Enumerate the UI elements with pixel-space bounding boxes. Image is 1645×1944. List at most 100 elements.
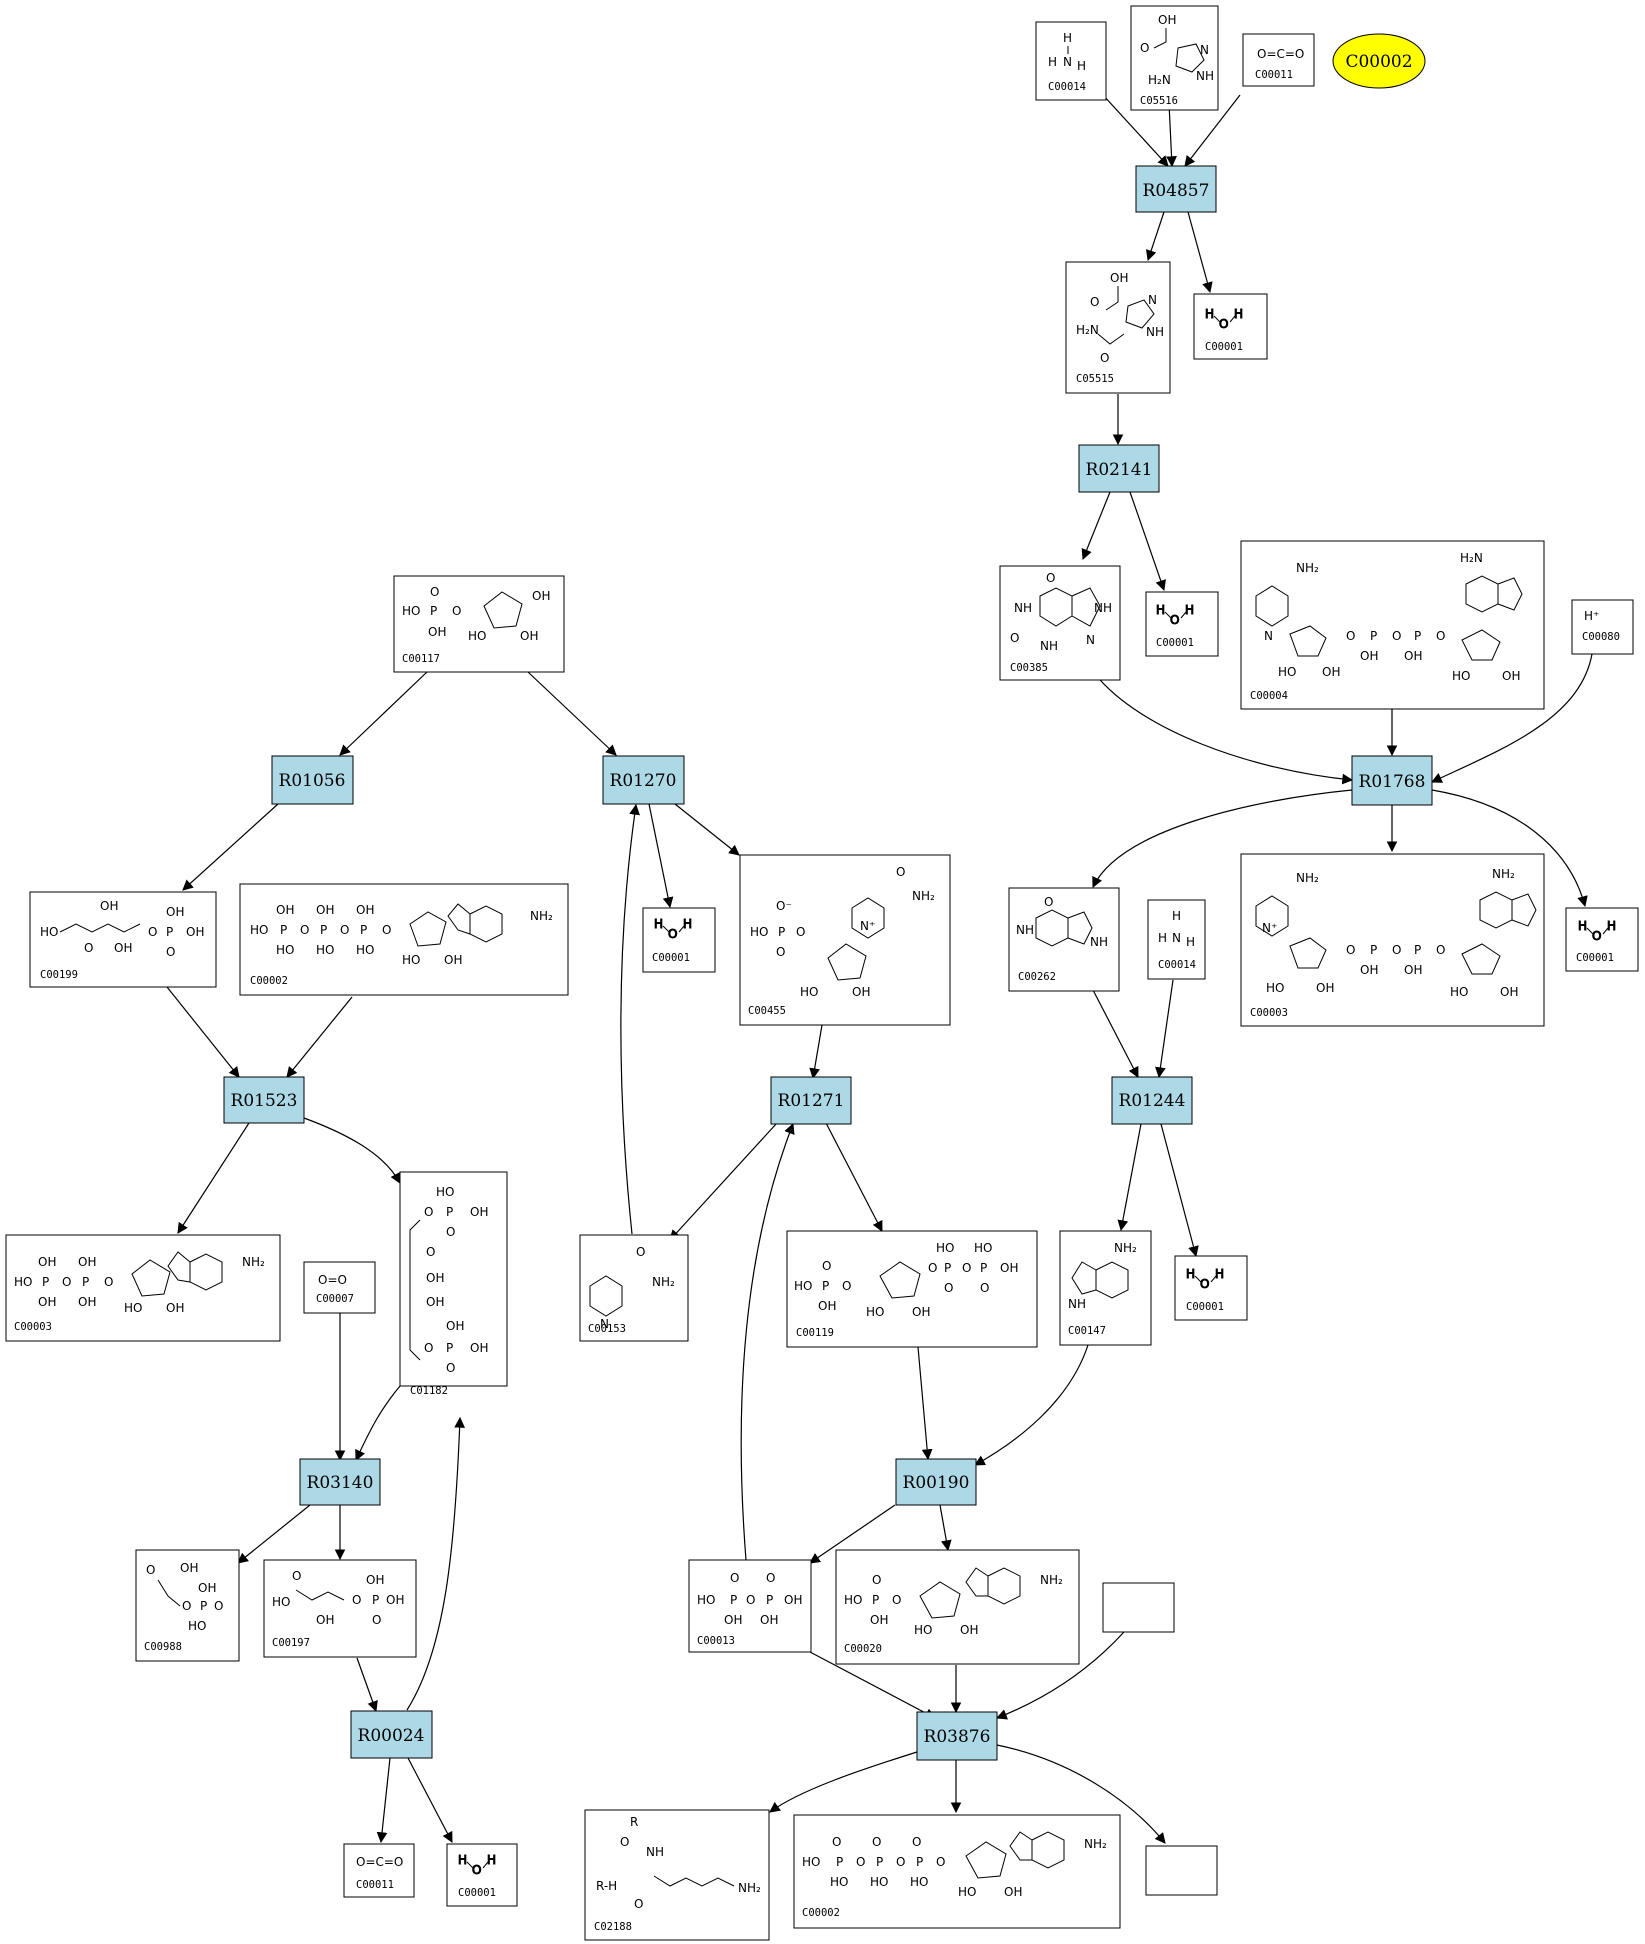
compounds: H H N H C00014 OH O N NH H₂N C05516 O=C=… [5,5,1639,1941]
reaction-node-r01768[interactable]: R01768 [1351,755,1433,806]
compound-c00147[interactable]: NH₂ NH C00147 [1059,1230,1152,1346]
svg-text:O: O [352,1593,361,1607]
svg-text:R01271: R01271 [778,1091,845,1111]
svg-text:O: O [452,604,461,618]
svg-text:P: P [1414,943,1421,957]
compound-c05516[interactable]: OH O N NH H₂N C05516 [1130,5,1219,111]
svg-text:O: O [928,1261,937,1275]
highlighted-compound-c00002[interactable]: C00002 [1332,33,1426,89]
svg-text:O: O [146,1563,155,1577]
compound-c00002-b[interactable]: HO P O HO O P O HO O P O HO O HO OH NH₂ … [793,1814,1121,1929]
reaction-node-r04857[interactable]: R04857 [1135,165,1217,213]
svg-text:OH: OH [1404,649,1422,663]
reaction-node-r01244[interactable]: R01244 [1111,1076,1193,1125]
compound-c00011-b[interactable]: O=C=O C00011 [343,1843,415,1898]
svg-text:O: O [1010,631,1019,645]
reaction-node-r01523[interactable]: R01523 [223,1076,305,1124]
compound-c00003-b[interactable]: HO P OH OH O P OH OH O HO OH NH₂ C00003 [5,1234,281,1342]
edge [1092,989,1139,1078]
svg-text:H₂N: H₂N [1460,551,1483,565]
svg-text:R00024: R00024 [358,1726,425,1746]
svg-text:C00011: C00011 [356,1879,394,1891]
reaction-node-r00024[interactable]: R00024 [350,1710,433,1759]
compound-c00385[interactable]: O NH NH O NH N C00385 [999,565,1121,681]
svg-text:N: N [1086,633,1095,647]
compound-c00014-b[interactable]: H H N H C00014 [1147,899,1206,980]
compound-c00003-a[interactable]: NH₂ N⁺ HO OH O P OH O P OH O NH₂ HO OH C… [1240,853,1545,1027]
svg-text:O: O [776,945,785,959]
svg-text:NH₂: NH₂ [1296,561,1319,575]
svg-text:O: O [1090,295,1099,309]
compound-c00001-d[interactable]: C00001 [1565,907,1639,972]
svg-text:OH: OH [166,905,184,919]
edge [1094,673,1354,785]
svg-text:OH: OH [760,1613,778,1627]
compound-c05515[interactable]: OH O N NH H₂N O C05515 [1065,261,1171,394]
compound-c01182[interactable]: HO O P OH O O OH OH OH O P OH O C01182 [399,1171,508,1397]
compound-c00014-top[interactable]: H H N H C00014 [1035,21,1107,101]
compound-c00020[interactable]: O HO P OH O HO OH NH₂ C00020 [835,1549,1080,1665]
svg-text:HO: HO [794,1279,812,1293]
compound-c00455[interactable]: O⁻ HO P O O HO OH N⁺ O NH₂ C00455 [739,854,951,1026]
svg-text:O: O [382,923,391,937]
svg-text:P: P [766,1593,773,1607]
svg-text:O: O [340,923,349,937]
svg-text:O: O [62,1275,71,1289]
reaction-node-r01271[interactable]: R01271 [770,1076,852,1125]
svg-text:OH: OH [444,953,462,967]
svg-text:OH: OH [532,589,550,603]
compound-c00988[interactable]: O OH OH O P O HO C00988 [135,1549,240,1662]
compound-c00007[interactable]: O=O C00007 [303,1261,376,1314]
svg-text:HO: HO [402,953,420,967]
compound-c00262[interactable]: O NH NH C00262 [1008,887,1120,992]
compound-c00197[interactable]: O HO OH O P OH OH O C00197 [263,1559,417,1658]
reaction-node-r03140[interactable]: R03140 [299,1458,381,1506]
reaction-node-r02141[interactable]: R02141 [1078,444,1160,493]
svg-text:H: H [1186,935,1195,949]
svg-text:HO: HO [697,1593,715,1607]
reaction-node-r00190[interactable]: R00190 [895,1458,977,1506]
compound-c02188[interactable]: R O NH R-H O NH₂ C02188 [584,1809,770,1941]
edge [917,1346,933,1461]
compound-c00153[interactable]: O NH₂ N C00153 [579,1234,689,1342]
svg-text:HO: HO [1450,985,1468,999]
svg-text:H: H [1172,909,1181,923]
compound-c00001-f[interactable]: C00001 [446,1843,518,1907]
compound-c00001-c[interactable]: C00001 [642,907,716,973]
compound-empty-box-a[interactable] [1102,1582,1175,1633]
reaction-node-r01056[interactable]: R01056 [271,755,354,805]
svg-text:OH: OH [470,1341,488,1355]
compound-c00119[interactable]: HO P O OH O HO OH O P HO O O P HO OH O C… [786,1230,1038,1348]
svg-text:HO: HO [316,943,334,957]
compound-c00001-e[interactable]: C00001 [1174,1255,1248,1321]
svg-text:O: O [1346,943,1355,957]
compound-c00001-b[interactable]: C00001 [1145,591,1219,657]
reaction-node-r01270[interactable]: R01270 [602,755,685,805]
compound-c00013[interactable]: O O HO P O P OH OH OH C00013 [688,1559,812,1653]
svg-text:H: H [1158,931,1167,945]
svg-text:P: P [82,1275,89,1289]
compound-c00001-a[interactable]: C00001 [1193,293,1268,360]
edge [769,1751,918,1813]
compound-c00002-a[interactable]: HO P OH HO O P OH HO O P OH HO O HO OH N… [239,883,569,996]
compound-c00117[interactable]: HO P O OH O OH HO OH C00117 [393,575,565,673]
svg-text:P: P [980,1261,987,1275]
svg-text:C00020: C00020 [844,1643,882,1655]
reaction-node-r03876[interactable]: R03876 [916,1711,998,1761]
svg-text:O: O [1346,629,1355,643]
svg-text:O: O [424,1205,433,1219]
svg-text:OH: OH [724,1613,742,1627]
svg-text:O: O [856,1855,865,1869]
edge [740,1122,795,1561]
svg-text:OH: OH [1004,1885,1022,1899]
compound-c00199[interactable]: OH HO O OH O P OH OH O C00199 [29,891,217,988]
svg-text:O: O [1392,943,1401,957]
compound-c00004[interactable]: NH₂ N HO OH O P OH O P OH O H₂N HO OH C0… [1240,540,1545,710]
svg-text:O: O [896,1855,905,1869]
edge [1129,491,1166,592]
compound-empty-box-b[interactable] [1145,1845,1218,1896]
compound-c00011-top[interactable]: O=C=O C00011 [1242,33,1315,87]
svg-text:O: O [912,1835,921,1849]
compound-c00080[interactable]: H⁺ C00080 [1571,599,1634,655]
svg-text:OH: OH [386,1593,404,1607]
